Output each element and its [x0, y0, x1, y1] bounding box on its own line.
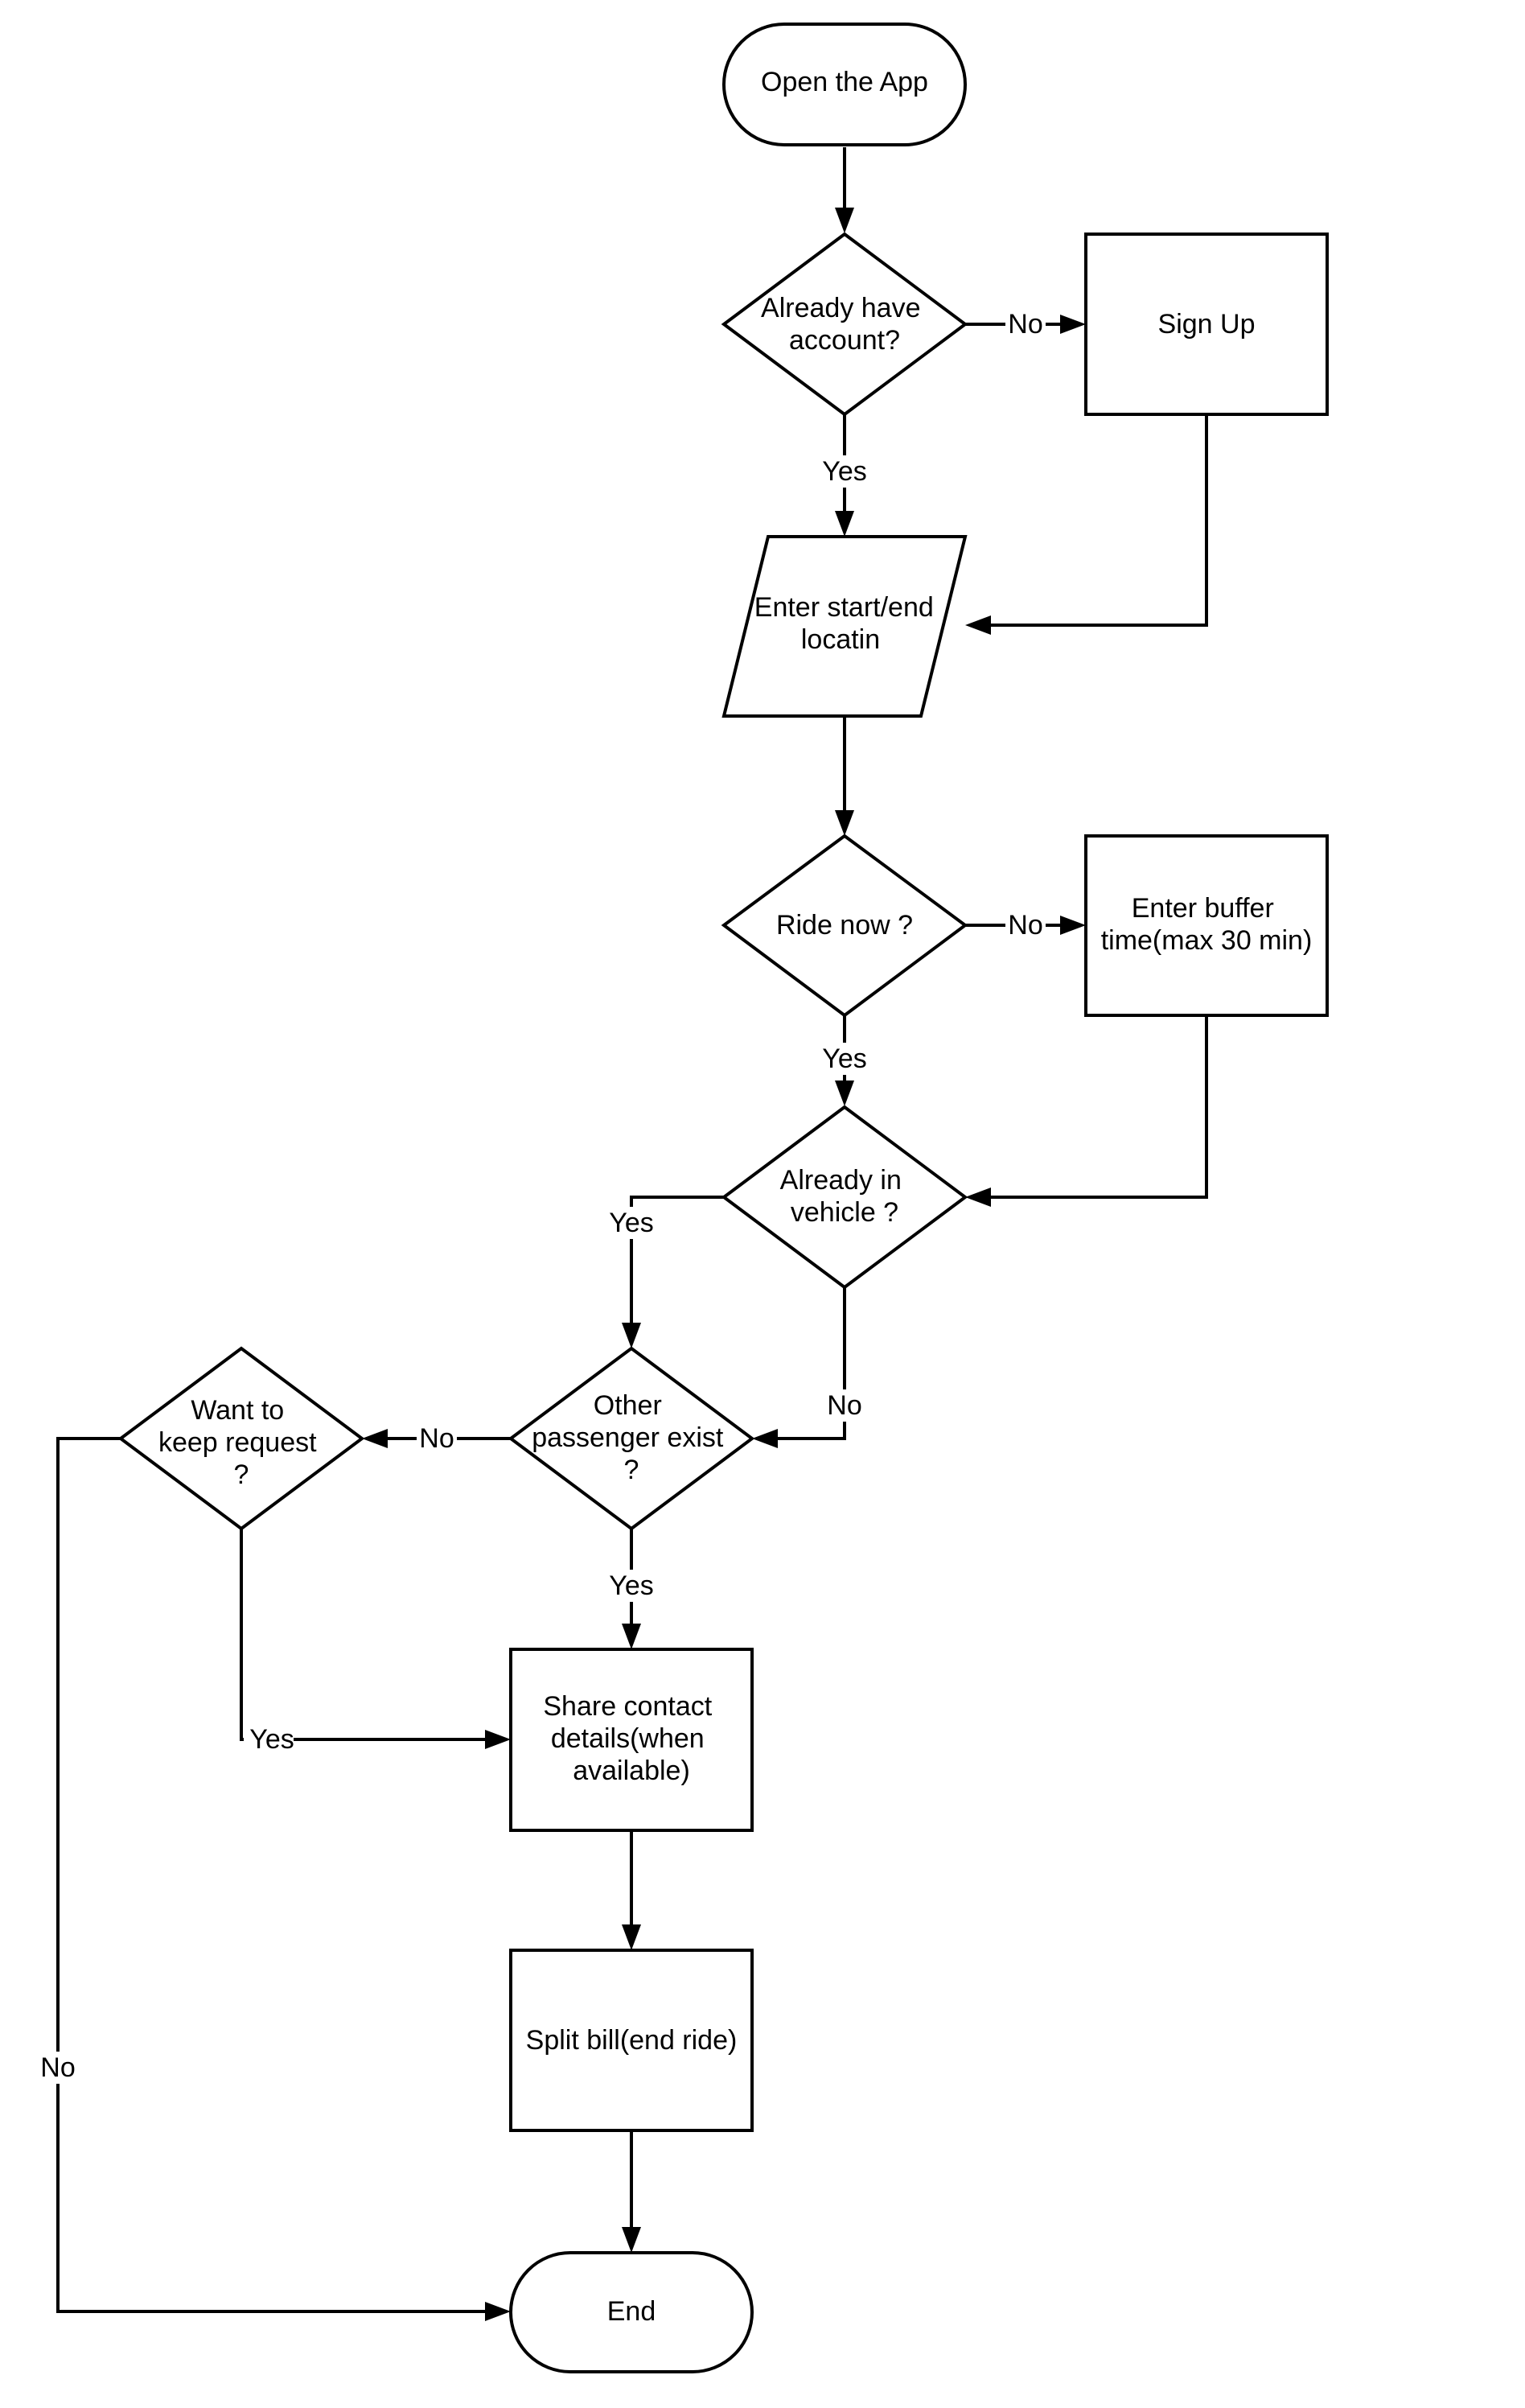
node-share-contact: Share contact details(when available) — [509, 1648, 754, 1832]
svg-text:Enter start/end locati: Enter start/end locatin — [754, 592, 941, 655]
edge-label-account-no: No — [1008, 309, 1042, 340]
edge-share-to-split — [622, 1830, 641, 1950]
node-enter-buffer-line-1: Enter buffer — [1132, 893, 1274, 924]
node-want-keep-request: Want to keep request ? — [117, 1346, 365, 1531]
svg-text:Share contact details(: Share contact details(when available) — [543, 1691, 719, 1786]
svg-text:Already have account?: Already have account? — [761, 293, 928, 356]
edge-account-yes: Yes — [816, 414, 873, 537]
svg-text:End: End — [607, 2296, 656, 2327]
edge-label-keep-no: No — [40, 2052, 75, 2083]
nodes: Open the App Already have account? Sign … — [117, 23, 1329, 2373]
edge-passenger-no: No — [362, 1422, 511, 1455]
node-share-contact-line-1: Share contact — [543, 1691, 712, 1722]
node-already-in-vehicle: Already in vehicle ? — [721, 1105, 968, 1290]
node-ride-now-label: Ride now ? — [776, 910, 913, 941]
node-enter-location: Enter start/end locatin — [721, 535, 968, 718]
node-split-bill: Split bill(end ride) — [509, 1949, 754, 2132]
svg-text:Split bill(end ride): Split bill(end ride) — [526, 2025, 738, 2056]
node-want-keep-request-line-3: ? — [234, 1459, 249, 1490]
node-enter-location-line-1: Enter start/end — [754, 592, 934, 623]
node-want-keep-request-line-2: keep request — [158, 1427, 317, 1458]
node-already-in-vehicle-line-2: vehicle ? — [791, 1197, 898, 1228]
node-other-passenger-line-3: ? — [624, 1455, 639, 1485]
svg-text:Open the App: Open the App — [761, 67, 928, 97]
edge-ridenow-yes: Yes — [816, 1015, 873, 1106]
svg-text:Other passenger exist: Other passenger exist ? — [532, 1390, 731, 1485]
edge-location-to-ridenow — [835, 716, 854, 836]
node-sign-up: Sign Up — [1084, 233, 1329, 416]
edges: No Yes No Y — [35, 147, 1208, 2321]
node-already-in-vehicle-line-1: Already in — [780, 1165, 902, 1196]
edge-open-to-account — [835, 147, 854, 233]
edge-vehicle-no: No — [752, 1287, 869, 1448]
node-already-have-account: Already have account? — [721, 232, 968, 417]
node-ride-now: Ride now ? — [721, 834, 968, 1018]
node-share-contact-line-2: details(when — [551, 1723, 705, 1754]
node-end-label: End — [607, 2296, 656, 2327]
edge-label-ridenow-no: No — [1008, 910, 1042, 941]
svg-text:Already in vehicle ?: Already in vehicle ? — [780, 1165, 910, 1228]
node-split-bill-label: Split bill(end ride) — [526, 2025, 738, 2056]
node-other-passenger-line-1: Other — [594, 1390, 662, 1421]
node-open-app-label: Open the App — [761, 67, 928, 97]
edge-label-vehicle-no: No — [827, 1390, 861, 1421]
svg-text:Want to keep request: Want to keep request ? — [158, 1395, 324, 1490]
edge-label-ridenow-yes: Yes — [822, 1043, 866, 1074]
node-already-have-account-line-2: account? — [789, 325, 900, 356]
node-share-contact-line-3: available) — [573, 1756, 690, 1786]
edge-account-no: No — [965, 308, 1086, 340]
edge-keep-yes: Yes — [240, 1529, 511, 1756]
svg-text:Ride now ?: Ride now ? — [776, 910, 913, 941]
node-already-have-account-line-1: Already have — [761, 293, 920, 323]
node-open-app: Open the App — [722, 23, 967, 146]
node-end: End — [509, 2251, 754, 2373]
node-enter-buffer-line-2: time(max 30 min) — [1101, 925, 1313, 956]
edge-label-vehicle-yes: Yes — [609, 1208, 653, 1238]
edge-signup-to-location — [965, 414, 1208, 635]
edge-buffer-to-vehicle — [965, 1015, 1208, 1207]
node-other-passenger-line-2: passenger exist — [532, 1422, 724, 1453]
edge-passenger-yes: Yes — [603, 1529, 660, 1649]
svg-text:Enter buffer time(max: Enter buffer time(max 30 min) — [1101, 893, 1313, 956]
edge-label-keep-yes: Yes — [249, 1724, 294, 1755]
svg-text:Sign Up: Sign Up — [1158, 309, 1256, 340]
node-enter-location-line-2: locatin — [801, 624, 880, 655]
node-other-passenger: Other passenger exist ? — [508, 1346, 755, 1531]
edge-label-passenger-no: No — [419, 1423, 454, 1454]
node-sign-up-label: Sign Up — [1158, 309, 1256, 340]
edge-label-account-yes: Yes — [822, 456, 866, 487]
edge-vehicle-yes: Yes — [603, 1196, 724, 1348]
edge-keep-no: No — [35, 1437, 511, 2321]
node-want-keep-request-line-1: Want to — [191, 1395, 284, 1426]
node-enter-buffer: Enter buffer time(max 30 min) — [1084, 834, 1329, 1017]
edge-ridenow-no: No — [965, 909, 1086, 941]
edge-split-to-end — [622, 2130, 641, 2253]
edge-label-passenger-yes: Yes — [609, 1570, 653, 1601]
